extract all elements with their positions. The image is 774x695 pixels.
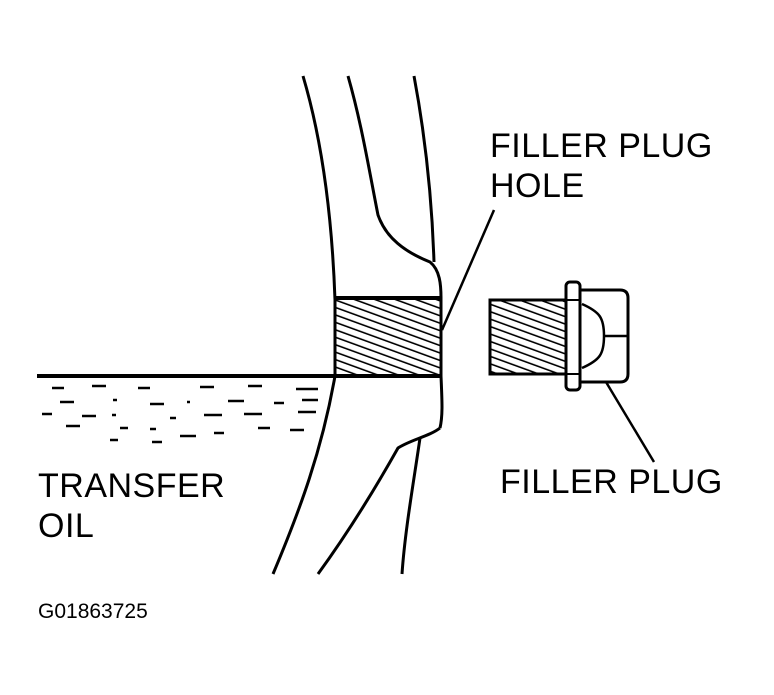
filler-plug-shank	[488, 298, 568, 376]
filler-plug-label: FILLER PLUG	[500, 462, 723, 502]
filler-plug-hole-label-line2: HOLE	[490, 167, 585, 205]
transfer-oil-label-line1: TRANSFER	[38, 467, 226, 505]
case-wall-inner-contour-lower	[316, 426, 441, 575]
case-wall-outer-edge	[271, 75, 337, 575]
transfer-oil-label: TRANSFER OIL	[38, 466, 225, 546]
filler-plug-hole-leader	[440, 209, 496, 331]
filler-plug-label-text: FILLER PLUG	[500, 463, 723, 501]
transfer-oil-surface	[42, 384, 318, 444]
case-wall-far-edge	[400, 75, 436, 575]
threaded-hole	[333, 296, 443, 378]
figure-id: G01863725	[38, 600, 148, 623]
filler-plug-hole-label-line1: FILLER PLUG	[490, 127, 713, 165]
filler-plug-leader	[604, 381, 656, 463]
filler-plug-hole-label: FILLER PLUG HOLE	[490, 126, 713, 206]
case-wall-inner-contour-upper	[346, 75, 443, 299]
transfer-oil-label-line2: OIL	[38, 507, 95, 545]
